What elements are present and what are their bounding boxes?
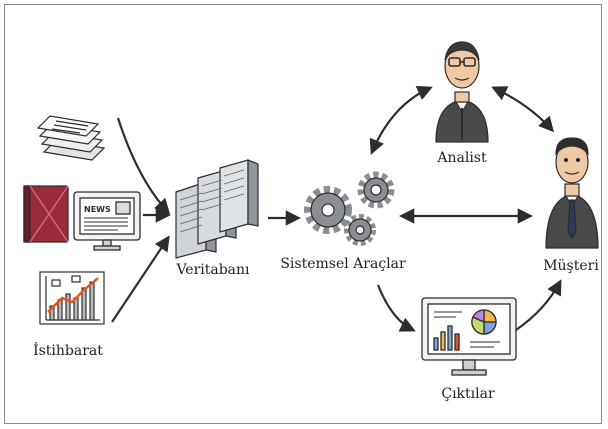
database-servers-icon <box>175 159 259 259</box>
flow-arrows <box>111 86 562 332</box>
news-text: NEWS <box>84 205 111 214</box>
diagram-frame <box>4 4 602 424</box>
gear-bottom <box>344 214 376 246</box>
musteri-person-icon <box>545 137 599 249</box>
arrow-tools-analist <box>369 86 433 155</box>
analist-person-icon <box>435 41 489 143</box>
news-monitor-icon <box>73 191 141 251</box>
gear-top <box>357 171 395 209</box>
arrow-output-to-musteri <box>515 279 562 331</box>
label-analist: Analist <box>437 150 487 166</box>
label-istihbarat: İstihbarat <box>33 343 103 359</box>
gear-large <box>304 186 352 234</box>
arrow-tools-to-output <box>376 284 416 332</box>
label-veritabani: Veritabanı <box>176 262 250 278</box>
arrow-chart-to-db <box>111 235 170 323</box>
label-musteri: Müşteri <box>543 258 599 274</box>
output-monitor-icon <box>421 297 517 376</box>
label-sistemsel-araclar: Sistemsel Araçlar <box>280 256 406 272</box>
book-icon <box>23 185 69 243</box>
gears-icon <box>304 171 395 246</box>
papers-stack-icon <box>36 115 106 161</box>
chart-board-icon <box>39 271 105 325</box>
arrow-analist-musteri <box>491 86 555 133</box>
arrow-papers-to-db <box>116 117 171 215</box>
label-ciktilar: Çıktılar <box>441 386 495 402</box>
